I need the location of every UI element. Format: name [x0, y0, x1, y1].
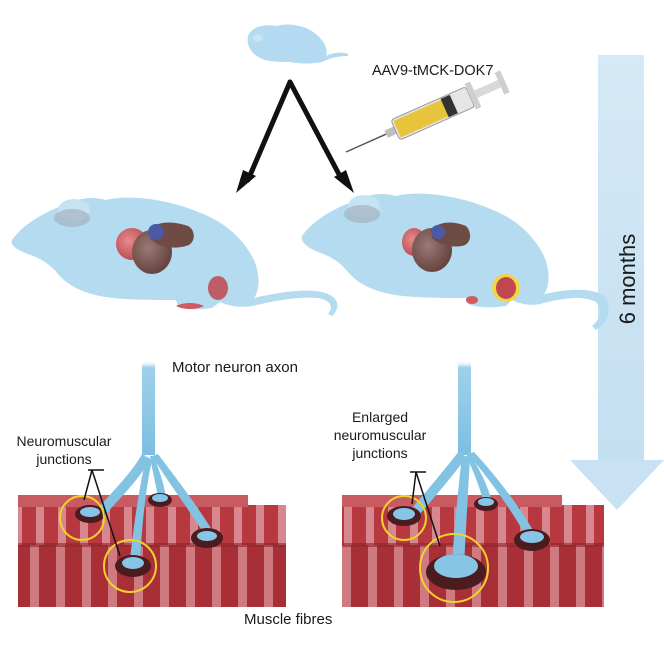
- enlarged-label-line1: Enlarged: [351, 409, 409, 425]
- timeline-arrow-icon: [570, 55, 664, 510]
- nmj-label: Neuromuscular junctions: [8, 432, 120, 468]
- mouse-pup-icon: [247, 24, 348, 64]
- enlarged-label-line3: junctions: [352, 445, 408, 461]
- injection-label: AAV9-tMCK-DOK7: [372, 63, 494, 79]
- treated-mouse: [301, 193, 609, 330]
- treated-axon: [381, 360, 550, 603]
- branch-arrows: [245, 79, 345, 183]
- syringe-icon: [345, 70, 510, 153]
- time-label-text: 6 months: [615, 233, 640, 325]
- time-label: 6 months: [598, 214, 658, 344]
- arrow-head-left: [236, 170, 256, 193]
- muscle-label: Muscle fibres: [244, 611, 333, 628]
- enlarged-nmj-label: Enlarged neuromuscular junctions: [326, 408, 434, 462]
- axon-label: Motor neuron axon: [172, 359, 298, 376]
- control-mouse: [11, 197, 338, 316]
- enlarged-label-line2: neuromuscular: [333, 427, 427, 443]
- nmj-highlight-ring: [59, 495, 105, 541]
- nmj-highlight-ring: [103, 539, 157, 593]
- control-axon: [59, 360, 223, 593]
- nmj-label-line1: Neuromuscular: [16, 433, 112, 449]
- nmj-highlight-ring: [419, 533, 489, 603]
- arrow-head-right: [334, 170, 354, 193]
- nmj-label-line2: junctions: [36, 451, 92, 467]
- treated-muscle: [342, 495, 604, 607]
- nmj-highlight-ring: [381, 495, 427, 541]
